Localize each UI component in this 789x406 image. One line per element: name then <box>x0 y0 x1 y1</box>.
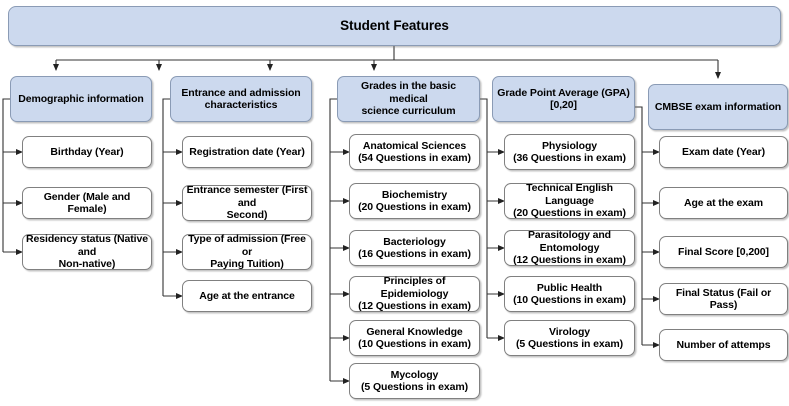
leaf-label: Type of admission (Free or Paying Tuitio… <box>188 233 306 271</box>
leaf-label: Principles of Epidemiology (12 Questions… <box>358 275 471 313</box>
leaf-entrance-age-at-entrance[interactable]: Age at the entrance <box>182 280 312 312</box>
leaf-label: Public Health (10 Questions in exam) <box>513 281 626 307</box>
leaf-label: Gender (Male and Female) <box>43 190 131 216</box>
leaf-label: Biochemistry (20 Questions in exam) <box>358 188 471 214</box>
leaf-label: Residency status (Native and Non-native) <box>26 233 148 271</box>
leaf-label: General Knowledge (10 Questions in exam) <box>358 325 471 351</box>
leaf-label: Final Score [0,200] <box>678 245 769 258</box>
leaf-label: Bacteriology (16 Questions in exam) <box>358 235 471 261</box>
leaf-grades-principles-of-epidemiology[interactable]: Principles of Epidemiology (12 Questions… <box>349 275 480 313</box>
root-node-label: Student Features <box>340 17 449 33</box>
leaf-cmbse-final-status[interactable]: Final Status (Fail or Pass) <box>659 283 788 315</box>
branch-header-grade-point-average[interactable]: Grade Point Average (GPA) [0,20] <box>492 76 635 122</box>
leaf-label: Mycology (5 Questions in exam) <box>360 368 468 394</box>
leaf-demographic-residency-status[interactable]: Residency status (Native and Non-native) <box>22 233 152 271</box>
leaf-grades-mycology[interactable]: Mycology (5 Questions in exam) <box>349 363 480 399</box>
leaf-gpa-parasitology-entomology[interactable]: Parasitology and Entomology (12 Question… <box>504 229 635 267</box>
leaf-gpa-public-health[interactable]: Public Health (10 Questions in exam) <box>504 276 635 312</box>
leaf-label: Registration date (Year) <box>189 145 305 158</box>
leaf-label: Final Status (Fail or Pass) <box>675 286 772 312</box>
root-node-student-features[interactable]: Student Features <box>8 6 781 46</box>
leaf-label: Exam date (Year) <box>681 145 766 158</box>
leaf-demographic-birthday[interactable]: Birthday (Year) <box>22 136 152 168</box>
leaf-entrance-semester[interactable]: Entrance semester (First and Second) <box>182 184 312 222</box>
leaf-label: Birthday (Year) <box>50 145 124 158</box>
leaf-label: Technical English Language (20 Questions… <box>513 182 626 220</box>
branch-header-label: Entrance and admission characteristics <box>181 86 301 112</box>
leaf-cmbse-number-of-attempts[interactable]: Number of attemps <box>659 329 788 361</box>
leaf-label: Virology (5 Questions in exam) <box>515 325 623 351</box>
leaf-gpa-virology[interactable]: Virology (5 Questions in exam) <box>504 320 635 356</box>
leaf-label: Age at the exam <box>683 196 764 209</box>
branch-header-label: Grades in the basic medical science curr… <box>361 80 456 118</box>
leaf-cmbse-age-at-exam[interactable]: Age at the exam <box>659 187 788 219</box>
branch-header-label: Grade Point Average (GPA) [0,20] <box>497 86 630 112</box>
leaf-cmbse-final-score[interactable]: Final Score [0,200] <box>659 236 788 268</box>
leaf-label: Parasitology and Entomology (12 Question… <box>513 229 626 267</box>
branch-header-demographic[interactable]: Demographic information <box>10 76 152 122</box>
branch-header-entrance-admission[interactable]: Entrance and admission characteristics <box>170 76 312 122</box>
leaf-gpa-physiology[interactable]: Physiology (36 Questions in exam) <box>504 134 635 170</box>
leaf-entrance-type-of-admission[interactable]: Type of admission (Free or Paying Tuitio… <box>182 233 312 271</box>
branch-header-label: Demographic information <box>18 92 144 105</box>
leaf-label: Age at the entrance <box>199 289 295 302</box>
leaf-grades-general-knowledge[interactable]: General Knowledge (10 Questions in exam) <box>349 320 480 356</box>
leaf-demographic-gender[interactable]: Gender (Male and Female) <box>22 187 152 219</box>
leaf-cmbse-exam-date[interactable]: Exam date (Year) <box>659 136 788 168</box>
leaf-grades-biochemistry[interactable]: Biochemistry (20 Questions in exam) <box>349 183 480 219</box>
leaf-label: Number of attemps <box>676 338 771 351</box>
branch-header-grades-basic-medical-science[interactable]: Grades in the basic medical science curr… <box>337 76 480 122</box>
leaf-label: Entrance semester (First and Second) <box>186 184 308 222</box>
leaf-label: Anatomical Sciences (54 Questions in exa… <box>358 139 471 165</box>
branch-header-label: CMBSE exam information <box>654 100 782 113</box>
leaf-grades-anatomical-sciences[interactable]: Anatomical Sciences (54 Questions in exa… <box>349 134 480 170</box>
leaf-label: Physiology (36 Questions in exam) <box>513 139 626 165</box>
leaf-entrance-registration-date[interactable]: Registration date (Year) <box>182 136 312 168</box>
leaf-gpa-technical-english-language[interactable]: Technical English Language (20 Questions… <box>504 182 635 220</box>
branch-header-cmbse-exam-information[interactable]: CMBSE exam information <box>648 84 788 130</box>
leaf-grades-bacteriology[interactable]: Bacteriology (16 Questions in exam) <box>349 230 480 266</box>
